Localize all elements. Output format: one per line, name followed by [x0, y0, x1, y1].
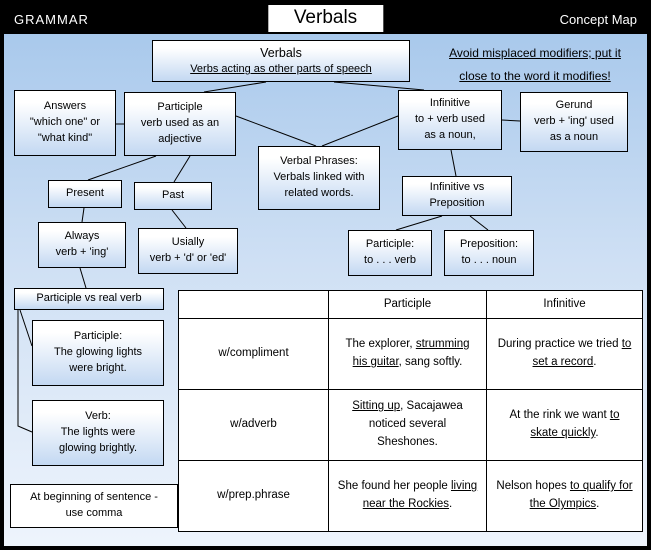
node-preposition-to-noun: Preposition: to . . . noun: [444, 230, 534, 276]
node-participle-vs-real-verb: Participle vs real verb: [14, 288, 164, 310]
table-header-empty: [178, 290, 329, 319]
row-label: w/prep.phrase: [178, 460, 329, 532]
node-present: Present: [48, 180, 122, 208]
node-verbals-subtitle: Verbs acting as other parts of speech: [190, 63, 372, 76]
node-participle: Participle verb used as an adjective: [124, 92, 236, 156]
node-verbal-phrases: Verbal Phrases: Verbals linked with rela…: [258, 146, 380, 210]
table-row: w/prep.phrase She found her people livin…: [178, 460, 643, 532]
node-verbals-title: Verbals: [260, 45, 302, 60]
infinitive-example-cell: Nelson hopes to qualify for the Olympics…: [486, 460, 643, 532]
participle-example-cell: She found her people living near the Roc…: [328, 460, 487, 532]
participle-example-cell: The explorer, strumming his guitar, sang…: [328, 318, 487, 390]
node-infinitive: Infinitive to + verb used as a noun,: [398, 90, 502, 150]
table-header-row: Participle Infinitive: [178, 290, 643, 319]
node-participle-to-verb: Participle: to . . . verb: [348, 230, 432, 276]
table-row: w/compliment The explorer, strumming his…: [178, 318, 643, 390]
node-answers: Answers "which one" or "what kind": [14, 90, 116, 156]
node-verbals: Verbals Verbs acting as other parts of s…: [152, 40, 410, 82]
node-gerund: Gerund verb + 'ing' used as a noun: [520, 92, 628, 152]
participle-example-cell: Sitting up, Sacajawea noticed several Sh…: [328, 389, 487, 461]
header-concept-map-label: Concept Map: [559, 11, 637, 27]
node-verb-example: Verb: The lights were glowing brightly.: [32, 400, 164, 466]
table-header-infinitive: Infinitive: [486, 290, 643, 319]
row-label: w/compliment: [178, 318, 329, 390]
node-always-verb-ing: Always verb + 'ing': [38, 222, 126, 268]
row-label: w/adverb: [178, 389, 329, 461]
table-row: w/adverb Sitting up, Sacajawea noticed s…: [178, 389, 643, 461]
concept-map: Verbals Verbs acting as other parts of s…: [4, 34, 647, 546]
header-grammar-label: GRAMMAR: [14, 11, 89, 27]
infinitive-example-cell: At the rink we want to skate quickly.: [486, 389, 643, 461]
examples-table: Participle Infinitive w/compliment The e…: [178, 290, 643, 532]
page-title: Verbals: [267, 5, 384, 32]
node-infinitive-vs-preposition: Infinitive vs Preposition: [402, 176, 512, 216]
node-participle-example: Participle: The glowing lights were brig…: [32, 320, 164, 386]
infinitive-example-cell: During practice we tried to set a record…: [486, 318, 643, 390]
node-usually-verb-d-ed: Usially verb + 'd' or 'ed': [138, 228, 238, 274]
table-header-participle: Participle: [328, 290, 487, 319]
node-past: Past: [134, 182, 212, 210]
header-bar: GRAMMAR Verbals Concept Map: [4, 4, 647, 34]
connector-lines: [17, 81, 521, 433]
misplaced-modifiers-note: Avoid misplaced modifiers; put it close …: [449, 46, 621, 83]
node-comma-note: At beginning of sentence - use comma: [10, 484, 178, 528]
